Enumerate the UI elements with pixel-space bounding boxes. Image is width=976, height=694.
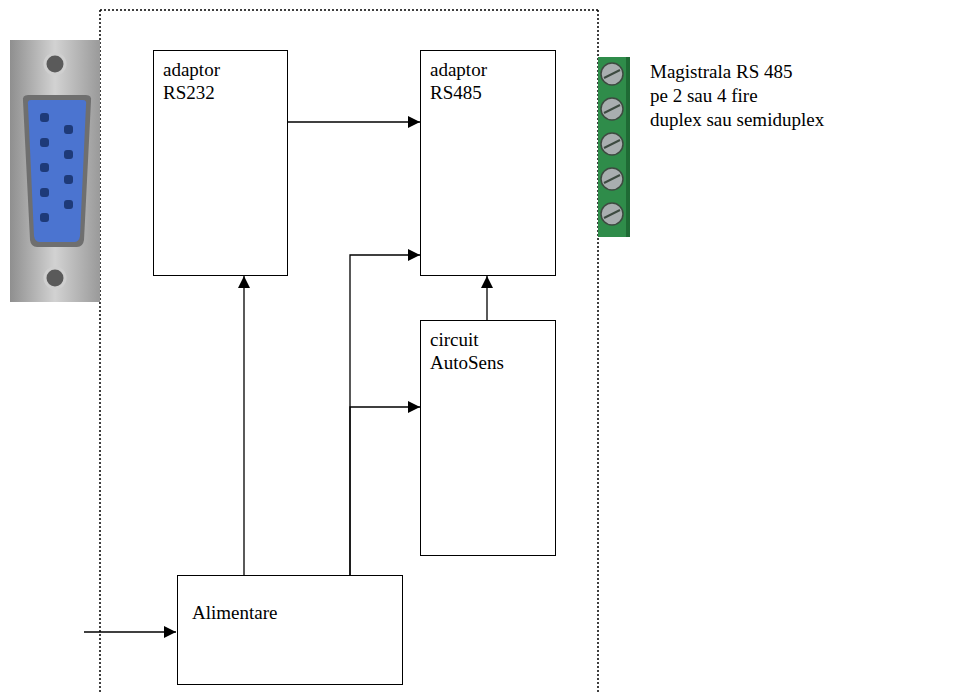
bus-note: duplex sau semiduplex bbox=[650, 108, 824, 132]
signal-arrow bbox=[350, 255, 420, 575]
power-input-arrow bbox=[84, 631, 176, 632]
block-box: circuit AutoSens bbox=[420, 320, 556, 556]
block-label: adaptor RS485 bbox=[430, 59, 522, 105]
block-label: Alimentare bbox=[192, 602, 284, 625]
bus-note: pe 2 sau 4 fire bbox=[650, 84, 824, 108]
block-box: adaptor RS232 bbox=[153, 50, 288, 276]
block-box: adaptor RS485 bbox=[420, 50, 556, 276]
db9-connector bbox=[10, 40, 100, 302]
signal-arrow bbox=[243, 276, 244, 575]
signal-arrow bbox=[288, 121, 420, 122]
block-box: Alimentare bbox=[177, 575, 403, 685]
bus-note: Magistrala RS 485 bbox=[650, 60, 824, 84]
block-label: adaptor RS232 bbox=[163, 59, 255, 105]
signal-arrow bbox=[350, 407, 420, 575]
signal-arrow bbox=[486, 276, 487, 320]
block-label: circuit AutoSens bbox=[430, 329, 522, 375]
note-group: Magistrala RS 485pe 2 sau 4 fireduplex s… bbox=[650, 60, 824, 132]
terminal-block bbox=[598, 57, 630, 237]
enclosure-outline bbox=[100, 10, 598, 694]
